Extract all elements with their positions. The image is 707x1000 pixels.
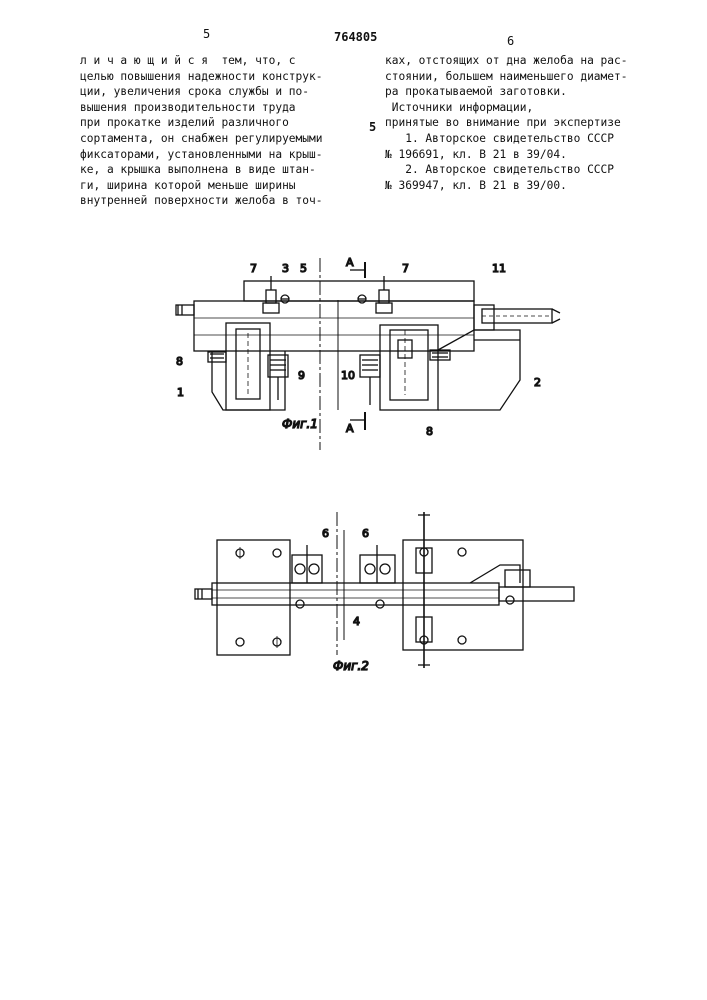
- figure-2: [195, 512, 574, 668]
- fig1-label-5: 5: [300, 262, 307, 275]
- figure-1: [176, 258, 560, 450]
- fig2-caption: Фиг.2: [333, 659, 369, 673]
- fig1-label-11: 11: [492, 262, 506, 275]
- fig1-label-A-bottom: A: [346, 422, 354, 435]
- fig1-label-3: 3: [282, 262, 289, 275]
- fig1-label-7a: 7: [250, 262, 257, 275]
- fig1-label-10: 10: [341, 369, 355, 382]
- fig2-label-4: 4: [353, 615, 360, 628]
- fig1-caption: Фиг.1: [282, 417, 318, 431]
- fig2-label-6b: 6: [362, 527, 369, 540]
- fig1-label-1: 1: [177, 386, 184, 399]
- fig1-label-A-top: A: [346, 256, 354, 269]
- fig1-label-8b: 8: [426, 425, 433, 438]
- fig1-label-7b: 7: [402, 262, 409, 275]
- fig1-label-2: 2: [534, 376, 541, 389]
- fig2-label-6a: 6: [322, 527, 329, 540]
- fig1-label-9: 9: [298, 369, 305, 382]
- fig1-label-8a: 8: [176, 355, 183, 368]
